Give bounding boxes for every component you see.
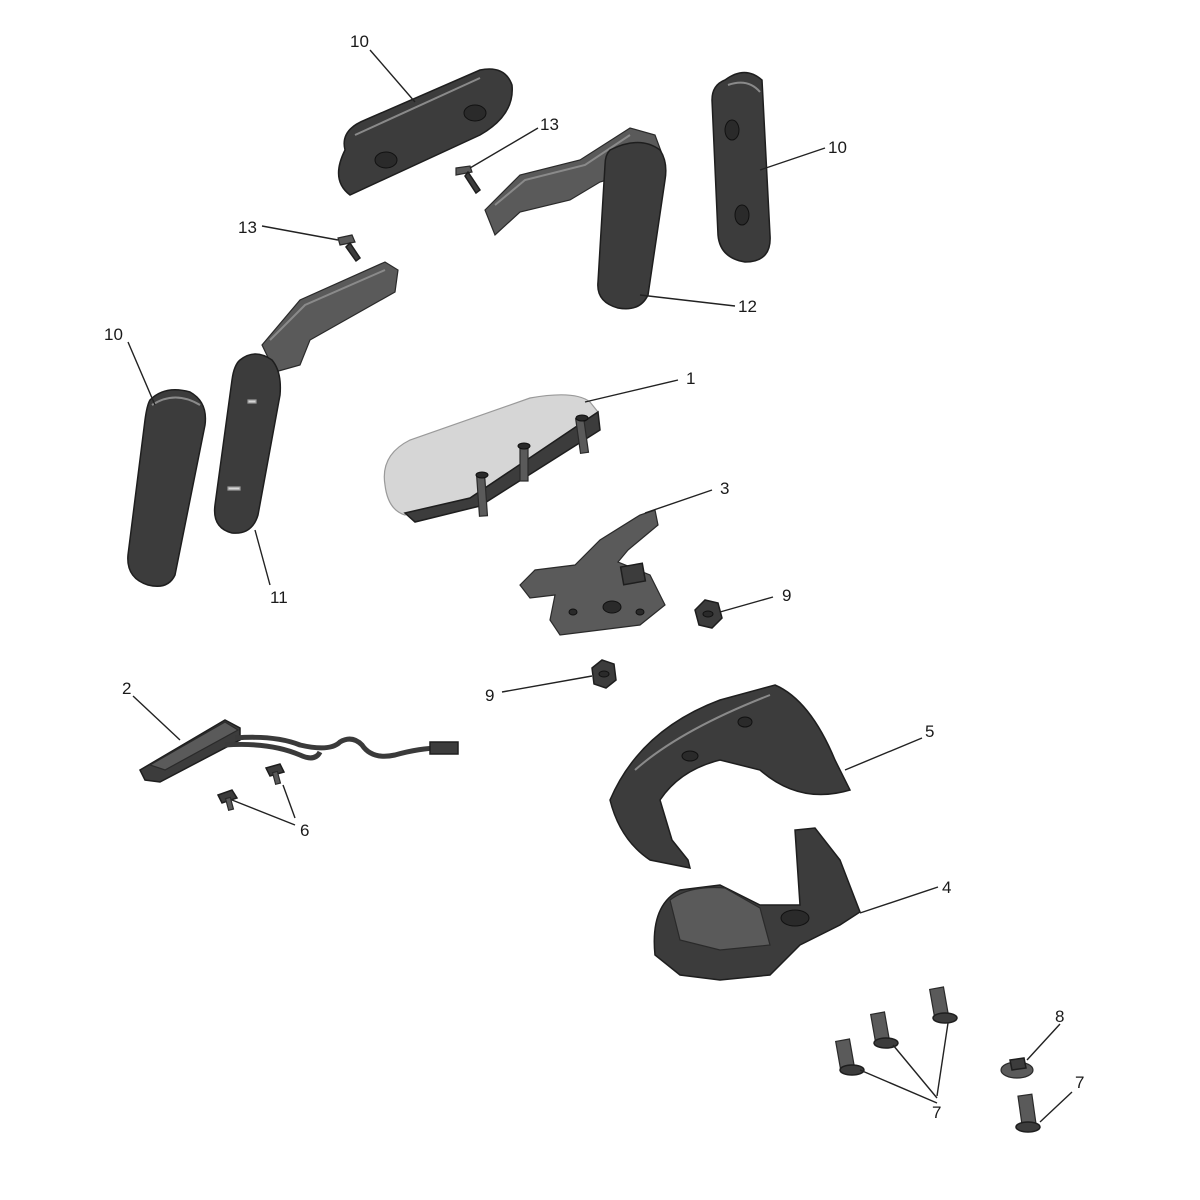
callout-7-right: 7 <box>1075 1073 1084 1092</box>
part-10-pad-left <box>127 389 207 587</box>
part-1-tail-light <box>383 394 601 523</box>
callout-10-top: 10 <box>350 32 369 51</box>
part-12-right-bracket <box>484 127 667 310</box>
part-10-pad-right <box>711 71 771 263</box>
part-6-screw-left <box>216 789 239 812</box>
part-3-bracket <box>519 509 666 636</box>
part-13-screw-upper <box>455 165 482 195</box>
callout-5: 5 <box>925 722 934 741</box>
callout-9-lower: 9 <box>485 686 494 705</box>
part-7-bolt-a <box>834 1038 865 1076</box>
callout-10-right: 10 <box>828 138 847 157</box>
callout-13-left: 13 <box>238 218 257 237</box>
part-11-left-bracket <box>213 261 399 534</box>
part-13-screw-lower <box>337 234 362 263</box>
part-9-nut-right <box>694 599 723 629</box>
callout-11: 11 <box>270 588 288 607</box>
part-5-upper-cover <box>609 684 852 869</box>
callout-13-top: 13 <box>540 115 559 134</box>
callout-labels: 10 13 10 13 10 12 1 11 3 9 9 2 6 5 4 7 8… <box>104 32 1084 1122</box>
leader-lines <box>127 49 1073 1123</box>
callout-3: 3 <box>720 479 729 498</box>
callout-1: 1 <box>686 369 695 388</box>
callout-2: 2 <box>122 679 131 698</box>
callout-8: 8 <box>1055 1007 1064 1026</box>
part-10-pad-top <box>337 68 513 196</box>
part-7-bolt-b <box>869 1011 899 1049</box>
callout-9-right: 9 <box>782 586 791 605</box>
part-8-flange-nut <box>1000 1057 1034 1079</box>
callout-4: 4 <box>942 878 951 897</box>
callout-6: 6 <box>300 821 309 840</box>
part-6-screw-right <box>264 763 286 786</box>
callout-10-left: 10 <box>104 325 123 344</box>
part-4-lower-undertray <box>653 827 861 981</box>
callout-7-lower: 7 <box>932 1103 941 1122</box>
part-9-nut-lower <box>591 659 617 689</box>
part-7-bolt-c <box>928 986 958 1024</box>
part-7-bolt-d <box>1015 1093 1041 1133</box>
callout-12: 12 <box>738 297 757 316</box>
part-2-plate-light <box>139 719 459 783</box>
